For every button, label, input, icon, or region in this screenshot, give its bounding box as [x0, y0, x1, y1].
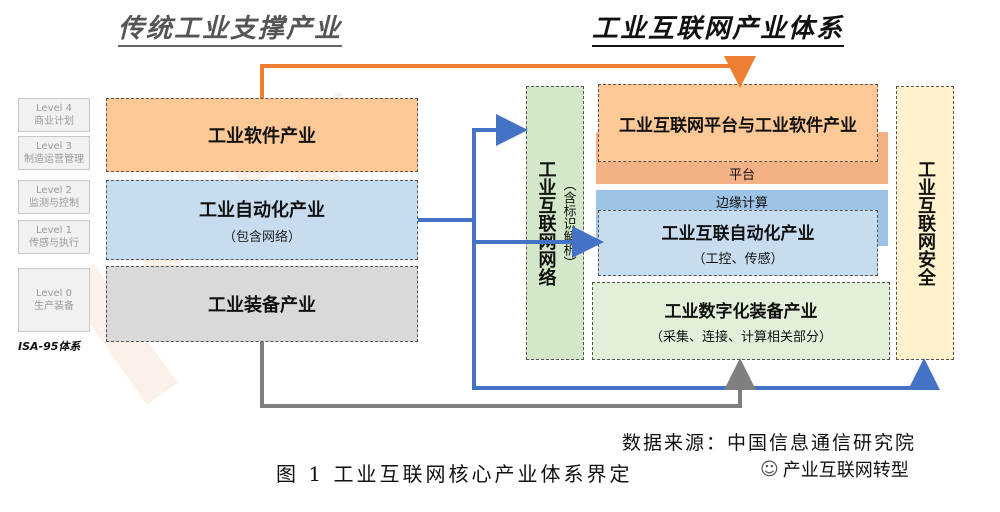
arrow-automation-to-edge [472, 220, 604, 258]
level-2: Level 2 监测与控制 [18, 180, 90, 214]
arrow-software-to-platform [260, 56, 756, 98]
level-desc: 传感与执行 [29, 238, 79, 249]
level-4: Level 4 商业计划 [18, 98, 90, 132]
title-industrial-internet: 工业互联网产业体系 [592, 8, 845, 47]
level-name: Level 2 [36, 185, 72, 196]
network-column: 工业互联网网络 （含标识解析） [526, 86, 584, 360]
network-label: 工业互联网网络 [535, 160, 557, 286]
industrial-software-band: 工业软件产业 [106, 98, 418, 172]
digital-equipment-sub: （采集、连接、计算相关部分） [649, 330, 832, 345]
platform-box: 工业互联网平台与工业软件产业 [598, 84, 878, 162]
figure-caption: 图 1 工业互联网核心产业体系界定 [276, 462, 633, 486]
edge-bar-label: 边缘计算 [715, 196, 768, 211]
level-1: Level 1 传感与执行 [18, 220, 90, 254]
wechat-account: 产业互联网转型 [782, 460, 909, 481]
digital-equipment-label: 工业数字化装备产业 [664, 302, 818, 322]
band-label: 工业装备产业 [208, 295, 316, 316]
level-name: Level 4 [36, 103, 72, 114]
level-desc: 制造运营管理 [24, 154, 84, 165]
security-label: 工业互联网安全 [915, 160, 936, 286]
level-name: Level 1 [36, 225, 72, 236]
wechat-icon: ☺ [760, 458, 779, 480]
industrial-equipment-band: 工业装备产业 [106, 266, 418, 342]
edge-label: 工业互联自动化产业 [661, 224, 815, 244]
band-sub: （包含网络） [222, 229, 301, 245]
network-sub: （含标识解析） [560, 177, 576, 269]
band-label: 工业软件产业 [208, 126, 316, 147]
level-name: Level 0 [36, 288, 72, 299]
industrial-automation-band: 工业自动化产业 （包含网络） [106, 180, 418, 260]
level-name: Level 3 [36, 141, 72, 152]
wechat-badge: ☺ 产业互联网转型 [760, 456, 909, 482]
level-desc: 监测与控制 [29, 198, 79, 209]
arrow-automation-to-security [472, 242, 940, 390]
arrow-equipment-to-digital [260, 342, 756, 408]
level-desc: 商业计划 [34, 116, 74, 127]
isa95-label: ISA-95体系 [18, 340, 81, 353]
platform-bar-label: 平台 [728, 168, 755, 183]
platform-label: 工业互联网平台与工业软件产业 [619, 115, 857, 136]
level-0: Level 0 生产装备 [18, 268, 90, 332]
level-3: Level 3 制造运营管理 [18, 136, 90, 170]
level-desc: 生产装备 [34, 301, 74, 312]
data-source: 数据来源：中国信息通信研究院 [622, 432, 917, 454]
edge-sub: （工控、传感） [692, 252, 784, 267]
edge-automation-box: 工业互联自动化产业 （工控、传感） [598, 210, 878, 276]
band-label: 工业自动化产业 [199, 199, 325, 221]
title-traditional-industry: 传统工业支撑产业 [118, 8, 343, 47]
security-column: 工业互联网安全 [896, 86, 954, 360]
arrow-automation-to-network [418, 114, 528, 222]
